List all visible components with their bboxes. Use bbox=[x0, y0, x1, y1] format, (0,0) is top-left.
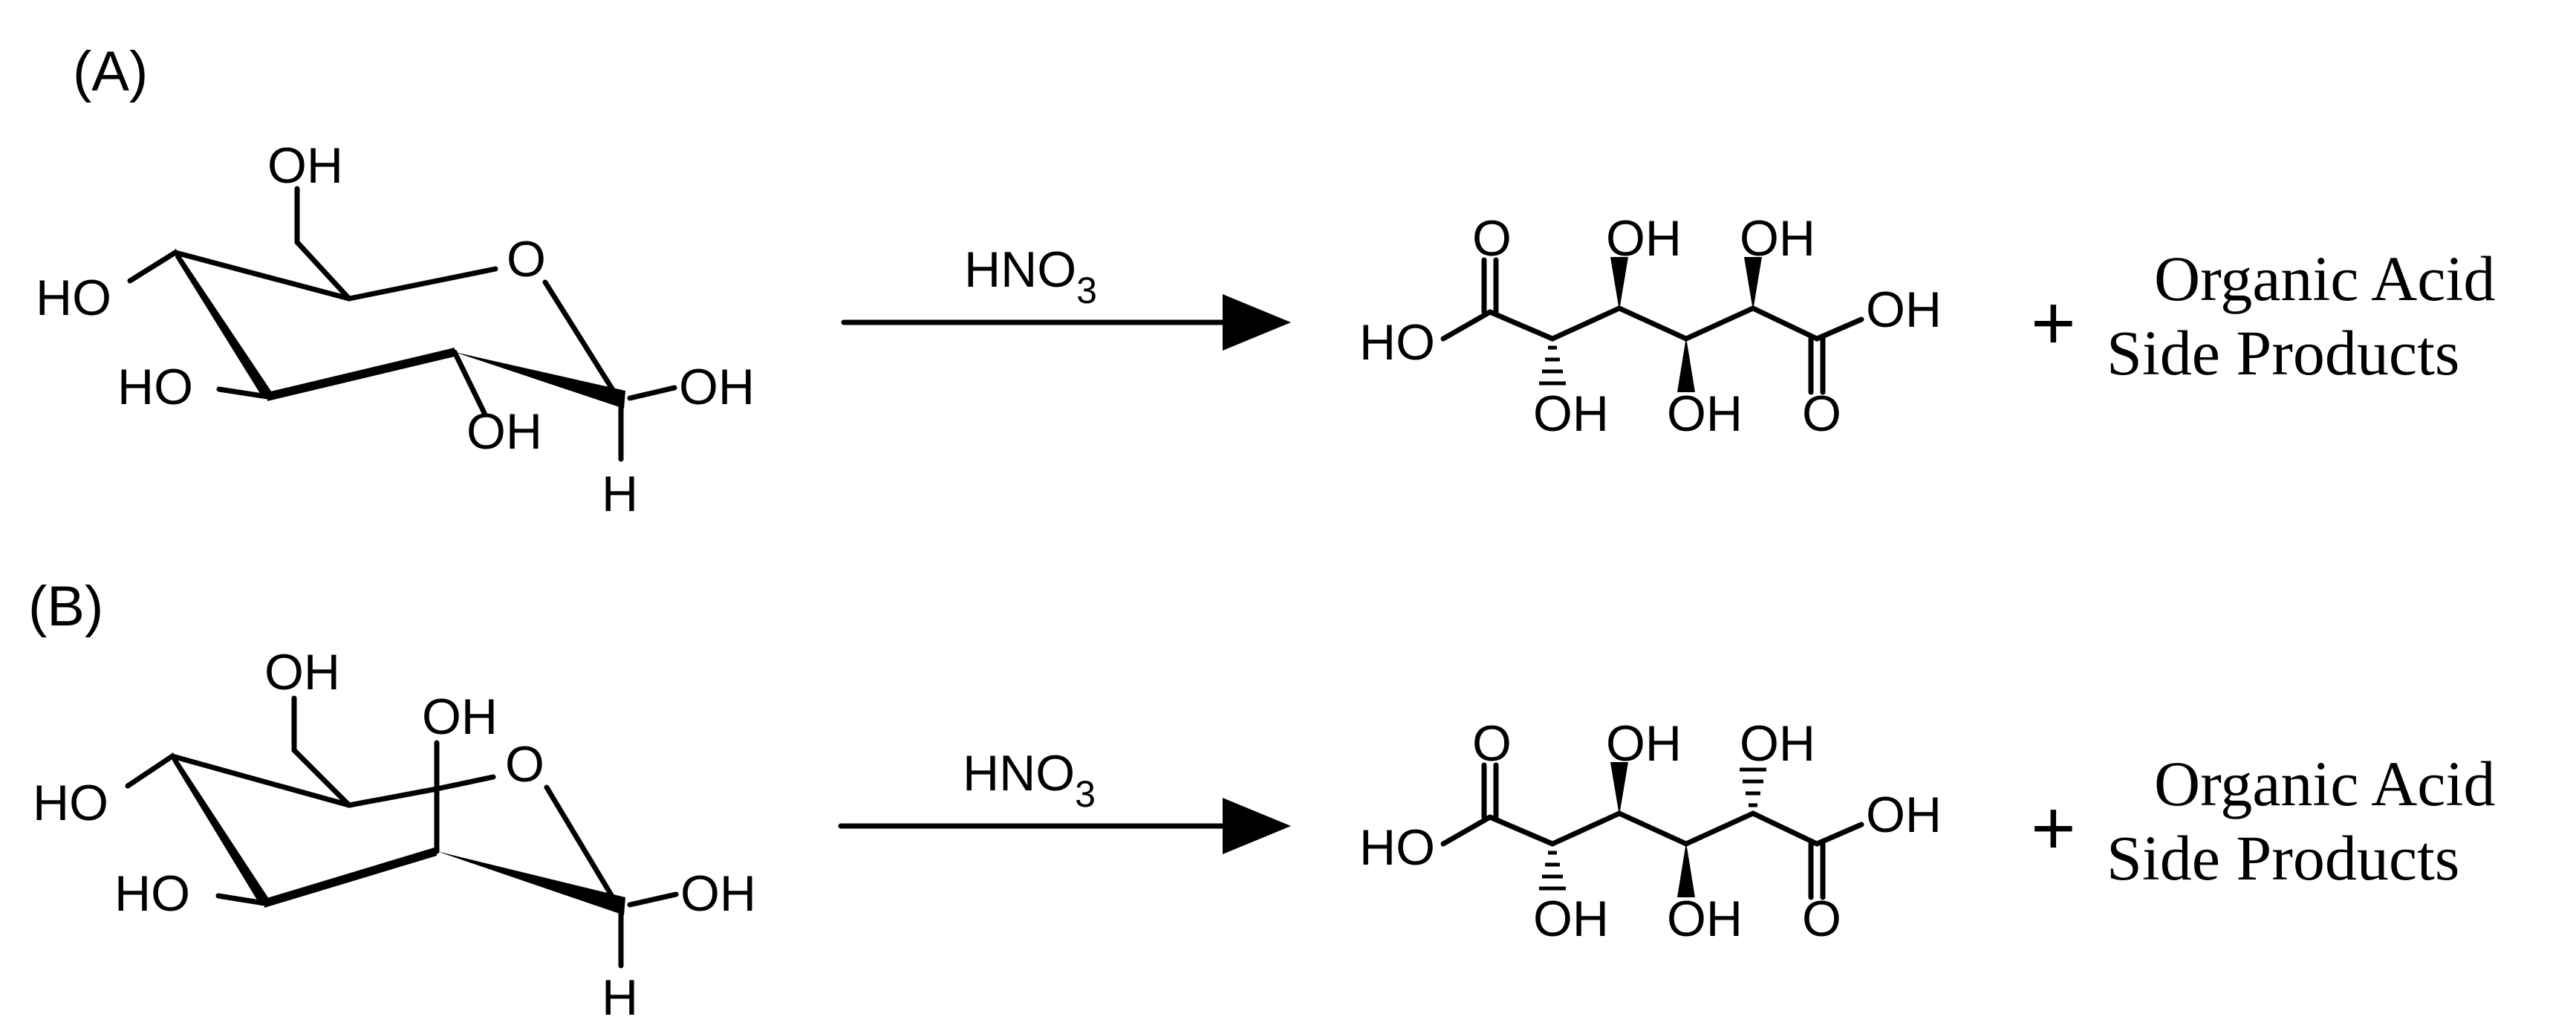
reactant-a-oh4: HO bbox=[36, 270, 111, 326]
panel-a-tag: (A) bbox=[73, 40, 148, 103]
side-products-b-line2: Side Products bbox=[2107, 822, 2459, 894]
product-a-o-left: O bbox=[1472, 210, 1512, 267]
reactant-b-oh2: OH bbox=[422, 689, 498, 745]
reactant-b-oh3: HO bbox=[114, 865, 190, 922]
reactant-b-structure: OH OH HO HO OH O H bbox=[33, 644, 756, 1026]
side-products-a-line2: Side Products bbox=[2107, 317, 2459, 388]
product-b-o-right: O bbox=[1802, 891, 1841, 947]
reactant-b-ring-o: O bbox=[505, 736, 544, 793]
product-a-o-right: O bbox=[1802, 386, 1841, 442]
reactant-a-h1: H bbox=[602, 466, 638, 522]
panel-a: (A) OH HO HO OH OH O H bbox=[36, 40, 2495, 522]
product-a-ho-left: HO bbox=[1359, 314, 1435, 371]
reactant-a-structure: OH HO HO OH OH O H bbox=[36, 137, 755, 522]
reactant-a-oh6: OH bbox=[267, 137, 343, 194]
reagent-a: HNO3 bbox=[964, 241, 1097, 311]
product-a-oh-top1: OH bbox=[1606, 210, 1682, 267]
reaction-arrow-b: HNO3 bbox=[838, 745, 1291, 854]
reagent-b: HNO3 bbox=[963, 745, 1096, 815]
reactant-b-oh4: HO bbox=[33, 775, 108, 831]
product-a-oh-bot2: OH bbox=[1667, 386, 1743, 442]
product-a-hash-1 bbox=[1539, 345, 1566, 386]
reactant-a-ring-o: O bbox=[507, 231, 546, 287]
reactant-b-oh6: OH bbox=[264, 644, 340, 700]
product-b-ho-left: HO bbox=[1359, 819, 1435, 876]
reactant-a-oh2: OH bbox=[466, 403, 542, 460]
product-b-oh-bot2: OH bbox=[1667, 891, 1743, 947]
product-a-oh-bot1: OH bbox=[1533, 386, 1609, 442]
product-b-oh-top2: OH bbox=[1740, 715, 1815, 772]
product-b-structure: O HO OH OH OH O OH OH bbox=[1359, 715, 1942, 947]
product-a-structure: O HO OH OH OH O OH OH bbox=[1359, 210, 1942, 442]
side-products-a-line1: Organic Acid bbox=[2154, 243, 2495, 314]
product-b-oh-right: OH bbox=[1866, 787, 1942, 843]
reactant-a-oh3: HO bbox=[117, 359, 193, 415]
side-products-b-line1: Organic Acid bbox=[2154, 748, 2495, 819]
reactant-a-oh1: OH bbox=[679, 359, 755, 415]
product-b-oh-top1: OH bbox=[1606, 715, 1682, 772]
reaction-arrow-a: HNO3 bbox=[841, 241, 1291, 351]
reactant-b-oh1: OH bbox=[680, 865, 756, 922]
product-b-hash-1 bbox=[1539, 851, 1566, 891]
panel-b: (B) OH OH HO HO OH O H bbox=[28, 575, 2495, 1026]
reactant-b-h1: H bbox=[602, 969, 638, 1026]
plus-sign-b: + bbox=[2031, 785, 2076, 871]
panel-b-tag: (B) bbox=[28, 575, 103, 638]
plus-sign-a: + bbox=[2031, 280, 2076, 366]
product-a-oh-top2: OH bbox=[1740, 210, 1815, 267]
product-b-oh-bot1: OH bbox=[1533, 891, 1609, 947]
product-b-o-left: O bbox=[1472, 715, 1512, 772]
product-b-hash-2 bbox=[1740, 767, 1766, 807]
product-a-oh-right: OH bbox=[1866, 282, 1942, 338]
